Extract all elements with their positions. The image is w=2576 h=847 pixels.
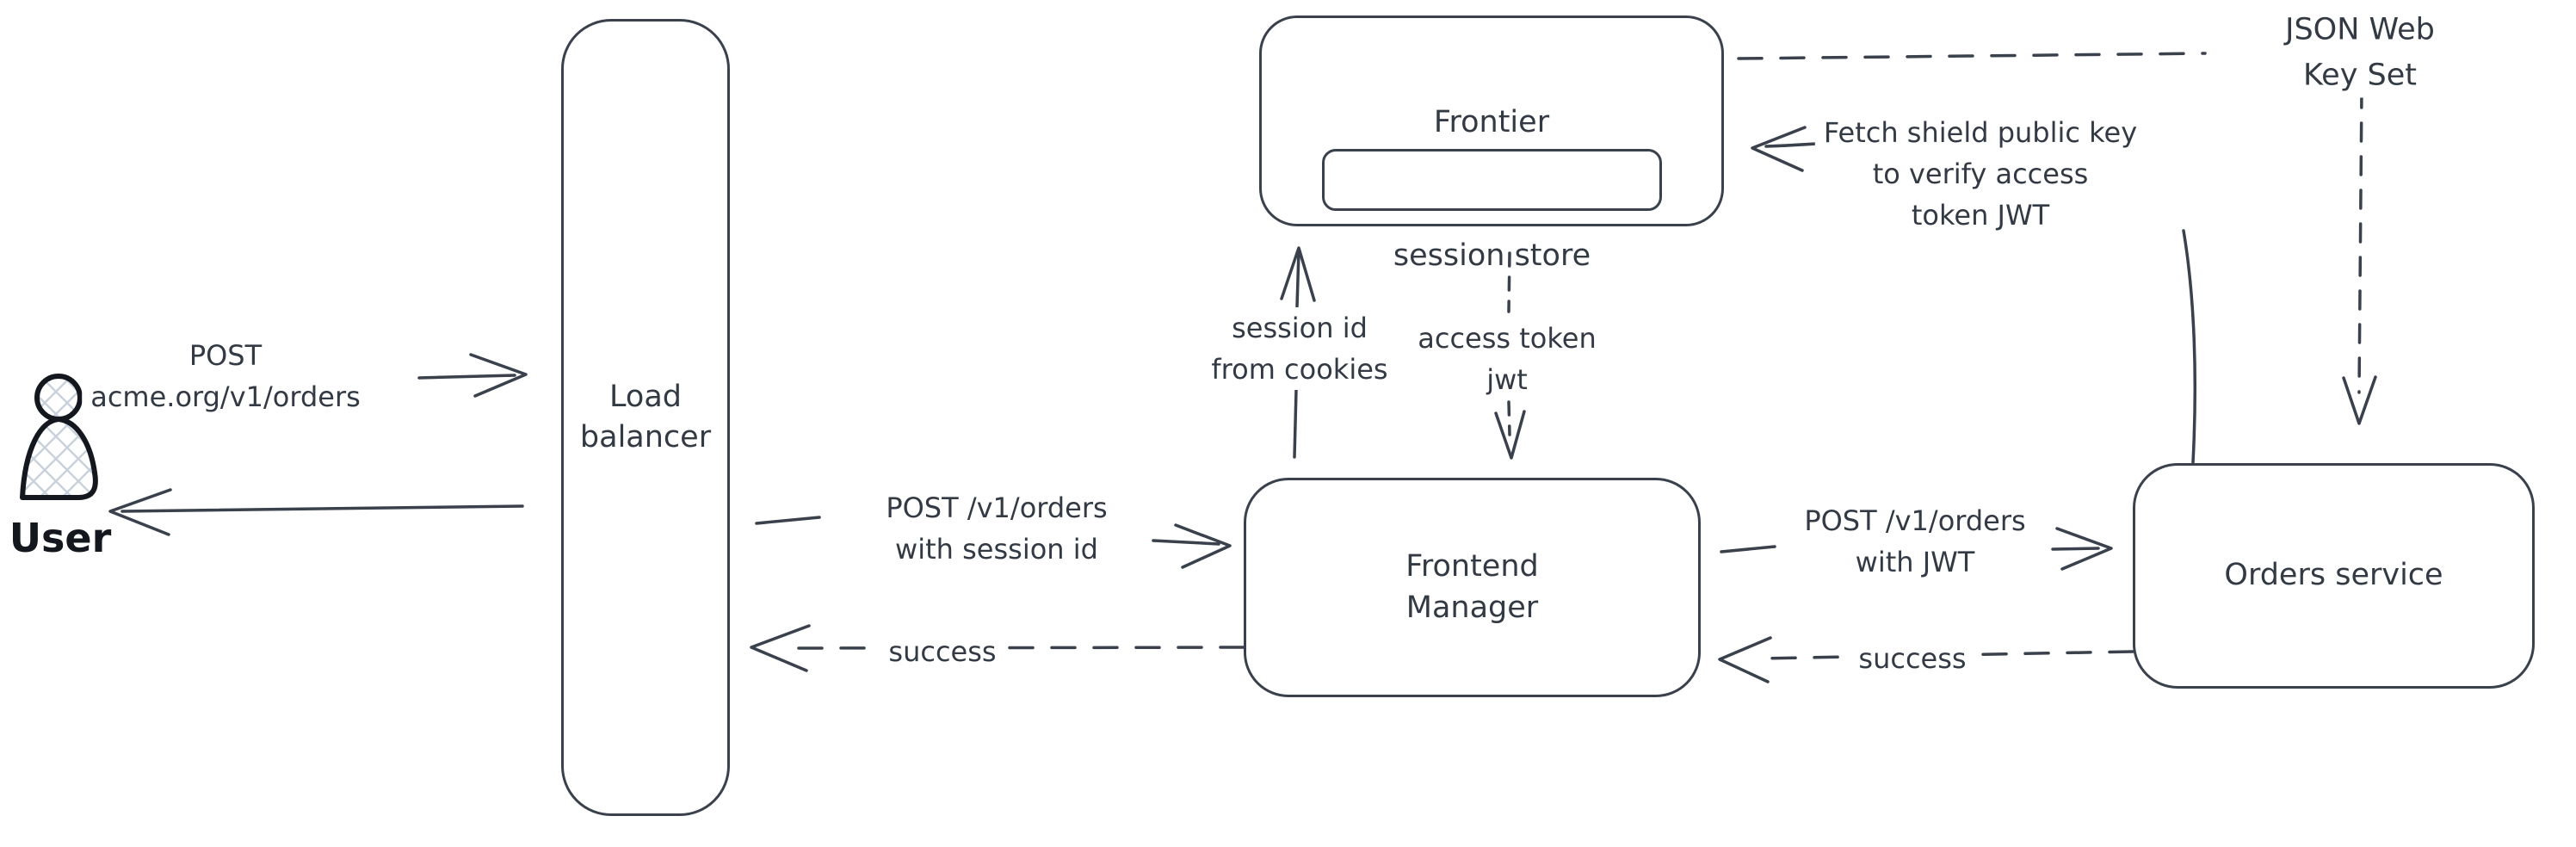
orders-service-label: Orders service [2224,558,2443,593]
edge-label-post-orders-jwt: POST /v1/orders with JWT [1795,500,2035,583]
node-session-store: session store [1322,149,1662,273]
edge-label-json-web-key-set: JSON Web Key Set [2252,7,2468,98]
node-frontier: Frontier session store [1259,15,1724,273]
node-load-balancer: Load balancer [561,19,730,816]
edge-label-success-right: success [1850,638,1975,679]
user-label: User [9,515,112,561]
arrow-load-balancer-to-frontend-manager [755,516,1232,569]
node-orders-service: Orders service [2133,463,2535,689]
edge-label-post-acme-orders: POST acme.org/v1/orders [82,335,369,417]
arrow-load-balancer-to-user [108,488,524,536]
dashed-link-frontier-to-jwks-label [1737,52,2207,60]
arrow-frontier-to-frontend-manager-access-token [1494,251,1526,460]
frontend-manager-label: Frontend Manager [1405,549,1539,625]
edge-label-access-token-jwt: access token jwt [1409,318,1605,400]
node-frontend-manager: Frontend Manager [1244,478,1701,697]
session-store-label: session store [1393,238,1591,273]
load-balancer-label: Load balancer [579,379,712,454]
edge-label-fetch-shield-public-key: Fetch shield public key to verify access… [1814,112,2147,236]
user-icon [20,374,98,500]
arrow-frontend-manager-to-frontier-session-id [1280,246,1316,459]
edge-label-session-id-from-cookies: session id from cookies [1202,307,1397,390]
arrow-frontend-manager-to-orders-service [1720,527,2113,571]
arrow-jwks-to-orders-service [2342,88,2377,425]
edge-label-success-left: success [880,631,1005,672]
arrow-frontend-manager-to-load-balancer-success [750,624,1245,672]
edge-label-post-orders-session-id: POST /v1/orders with session id [877,487,1116,570]
frontier-label: Frontier [1433,105,1550,139]
